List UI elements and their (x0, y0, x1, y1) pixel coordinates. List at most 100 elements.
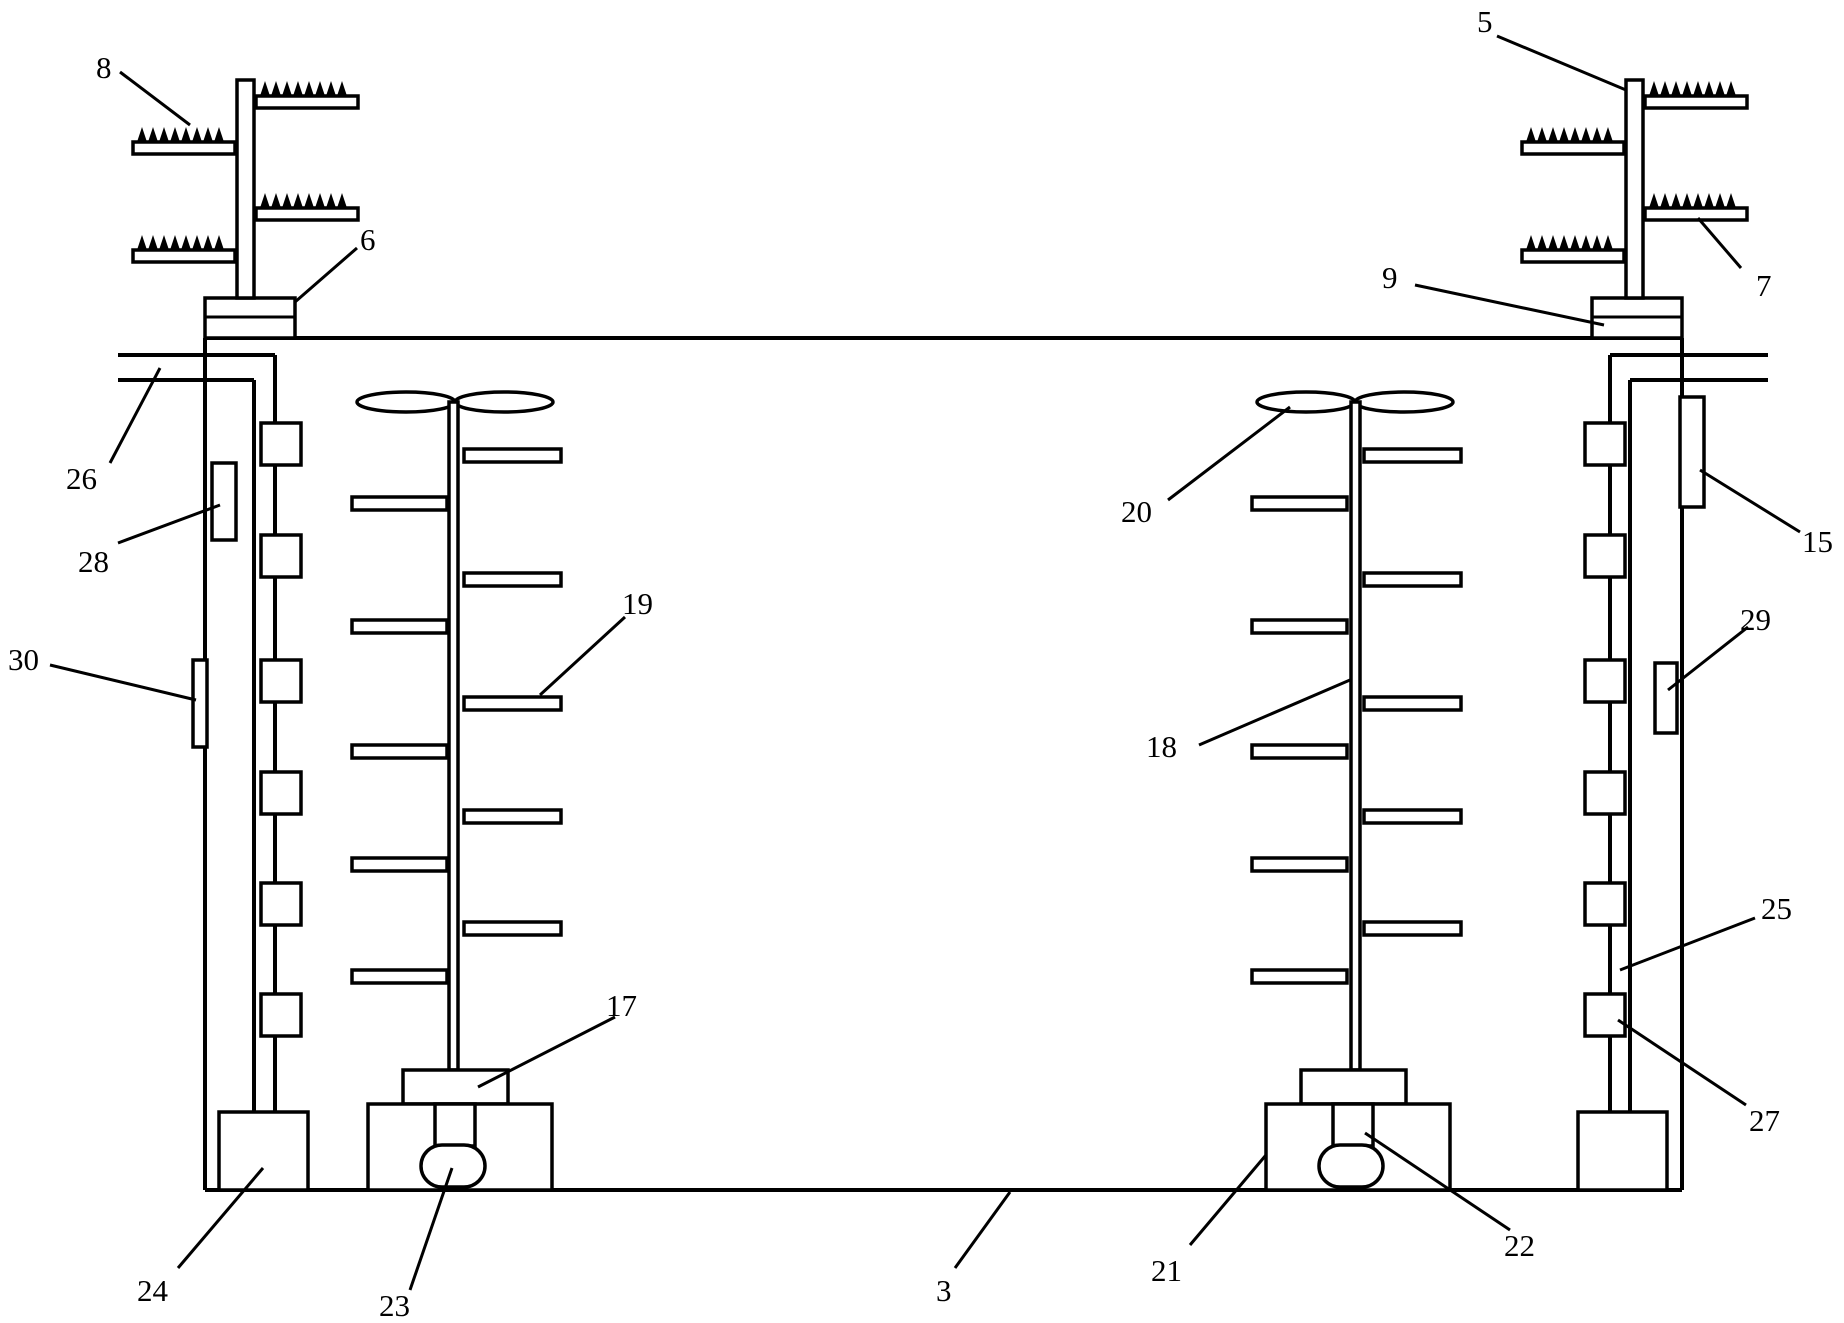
label-7: 7 (1756, 268, 1772, 303)
leader-line-15 (1699, 468, 1801, 534)
right-stirrer (1250, 390, 1463, 1192)
tank (118, 336, 1768, 1192)
leader-line-29 (1667, 625, 1749, 692)
right-sensor-15 (1678, 395, 1706, 509)
leader-line-9 (1414, 283, 1605, 327)
left-pump-neck (433, 1102, 477, 1148)
right-rail-block (1583, 533, 1627, 579)
right-paddle (1362, 695, 1463, 712)
left-rail-block (259, 658, 303, 704)
left-paddle (462, 571, 563, 588)
left-paddle (350, 495, 449, 512)
leader-line-3 (953, 1191, 1012, 1269)
label-19: 19 (622, 586, 653, 621)
right-rail-block (1583, 421, 1627, 467)
leader-line-20 (1167, 405, 1291, 502)
left-paddle (462, 695, 563, 712)
right-column (1576, 355, 1706, 1192)
left-stirrer (350, 390, 563, 1192)
left-rail-block (259, 881, 303, 927)
spray-nozzles (137, 235, 224, 250)
label-9: 9 (1382, 260, 1398, 295)
left-spray-arm (254, 94, 360, 110)
leader-line-6 (294, 246, 358, 304)
spray-nozzles (1526, 127, 1613, 142)
spray-nozzles (1649, 81, 1736, 96)
leader-line-17 (477, 1015, 616, 1089)
reference-numerals: 8 5 6 7 9 26 28 30 19 20 15 29 18 25 17 … (8, 4, 1833, 1323)
spray-nozzles (260, 193, 347, 208)
right-spray-arm (1643, 94, 1749, 110)
right-gear-box (1299, 1068, 1408, 1106)
right-paddle (1250, 856, 1349, 873)
left-paddle (350, 743, 449, 760)
label-22: 22 (1504, 1228, 1535, 1263)
right-propeller-blade (1353, 390, 1455, 414)
left-impeller (419, 1143, 487, 1189)
right-rail-block (1583, 658, 1627, 704)
left-panel-30 (191, 658, 209, 749)
left-motor-box (217, 1110, 310, 1192)
leader-line-21 (1188, 1154, 1268, 1246)
label-5: 5 (1477, 4, 1493, 39)
right-paddle (1362, 808, 1463, 825)
top-right-sprinkler (1520, 78, 1749, 340)
left-paddle (350, 856, 449, 873)
left-spray-arm (131, 140, 237, 156)
right-impeller (1317, 1143, 1385, 1189)
leader-line-30 (49, 663, 197, 702)
label-18: 18 (1146, 729, 1177, 764)
left-rail-block (259, 533, 303, 579)
leader-line-7 (1696, 217, 1743, 269)
top-left-sprinkler (131, 78, 360, 340)
right-paddle (1362, 447, 1463, 464)
label-17: 17 (606, 988, 637, 1023)
left-stirring-shaft (447, 400, 460, 1072)
leader-lines (49, 34, 1801, 1291)
label-26: 26 (66, 461, 97, 496)
right-paddle (1250, 618, 1349, 635)
left-propeller-blade (453, 390, 555, 414)
left-spray-arm (254, 206, 360, 222)
right-paddle (1250, 743, 1349, 760)
right-motor-box (1576, 1110, 1669, 1192)
left-column (191, 355, 310, 1192)
left-rail-block (259, 770, 303, 816)
left-paddle (462, 447, 563, 464)
label-20: 20 (1121, 494, 1152, 529)
label-24: 24 (137, 1273, 169, 1308)
leader-line-18 (1198, 678, 1351, 747)
right-rail-block (1583, 992, 1627, 1038)
right-rail-block (1583, 770, 1627, 816)
left-paddle (462, 808, 563, 825)
left-sprinkler-pole (235, 78, 256, 300)
left-gear-box (401, 1068, 510, 1106)
spray-nozzles (1526, 235, 1613, 250)
left-propeller-blade (355, 390, 457, 414)
leader-line-23 (408, 1167, 454, 1291)
label-3: 3 (936, 1273, 952, 1308)
right-paddle (1250, 968, 1349, 985)
spray-nozzles (260, 81, 347, 96)
left-spray-arm (131, 248, 237, 264)
spray-nozzles (137, 127, 224, 142)
label-30: 30 (8, 642, 39, 677)
left-rail-block (259, 421, 303, 467)
leader-line-27 (1617, 1018, 1747, 1107)
label-23: 23 (379, 1288, 410, 1323)
label-15: 15 (1802, 524, 1833, 559)
left-sensor-28 (210, 461, 238, 542)
left-paddle (350, 968, 449, 985)
label-21: 21 (1151, 1253, 1182, 1288)
leader-line-24 (176, 1167, 265, 1269)
right-paddle (1362, 920, 1463, 937)
left-paddle (350, 618, 449, 635)
leader-line-19 (538, 615, 627, 697)
leader-line-8 (119, 70, 191, 127)
label-29: 29 (1740, 602, 1771, 637)
right-propeller-blade (1255, 390, 1357, 414)
spray-nozzles (1649, 193, 1736, 208)
label-27: 27 (1749, 1103, 1780, 1138)
label-25: 25 (1761, 891, 1792, 926)
leader-line-22 (1364, 1131, 1511, 1232)
